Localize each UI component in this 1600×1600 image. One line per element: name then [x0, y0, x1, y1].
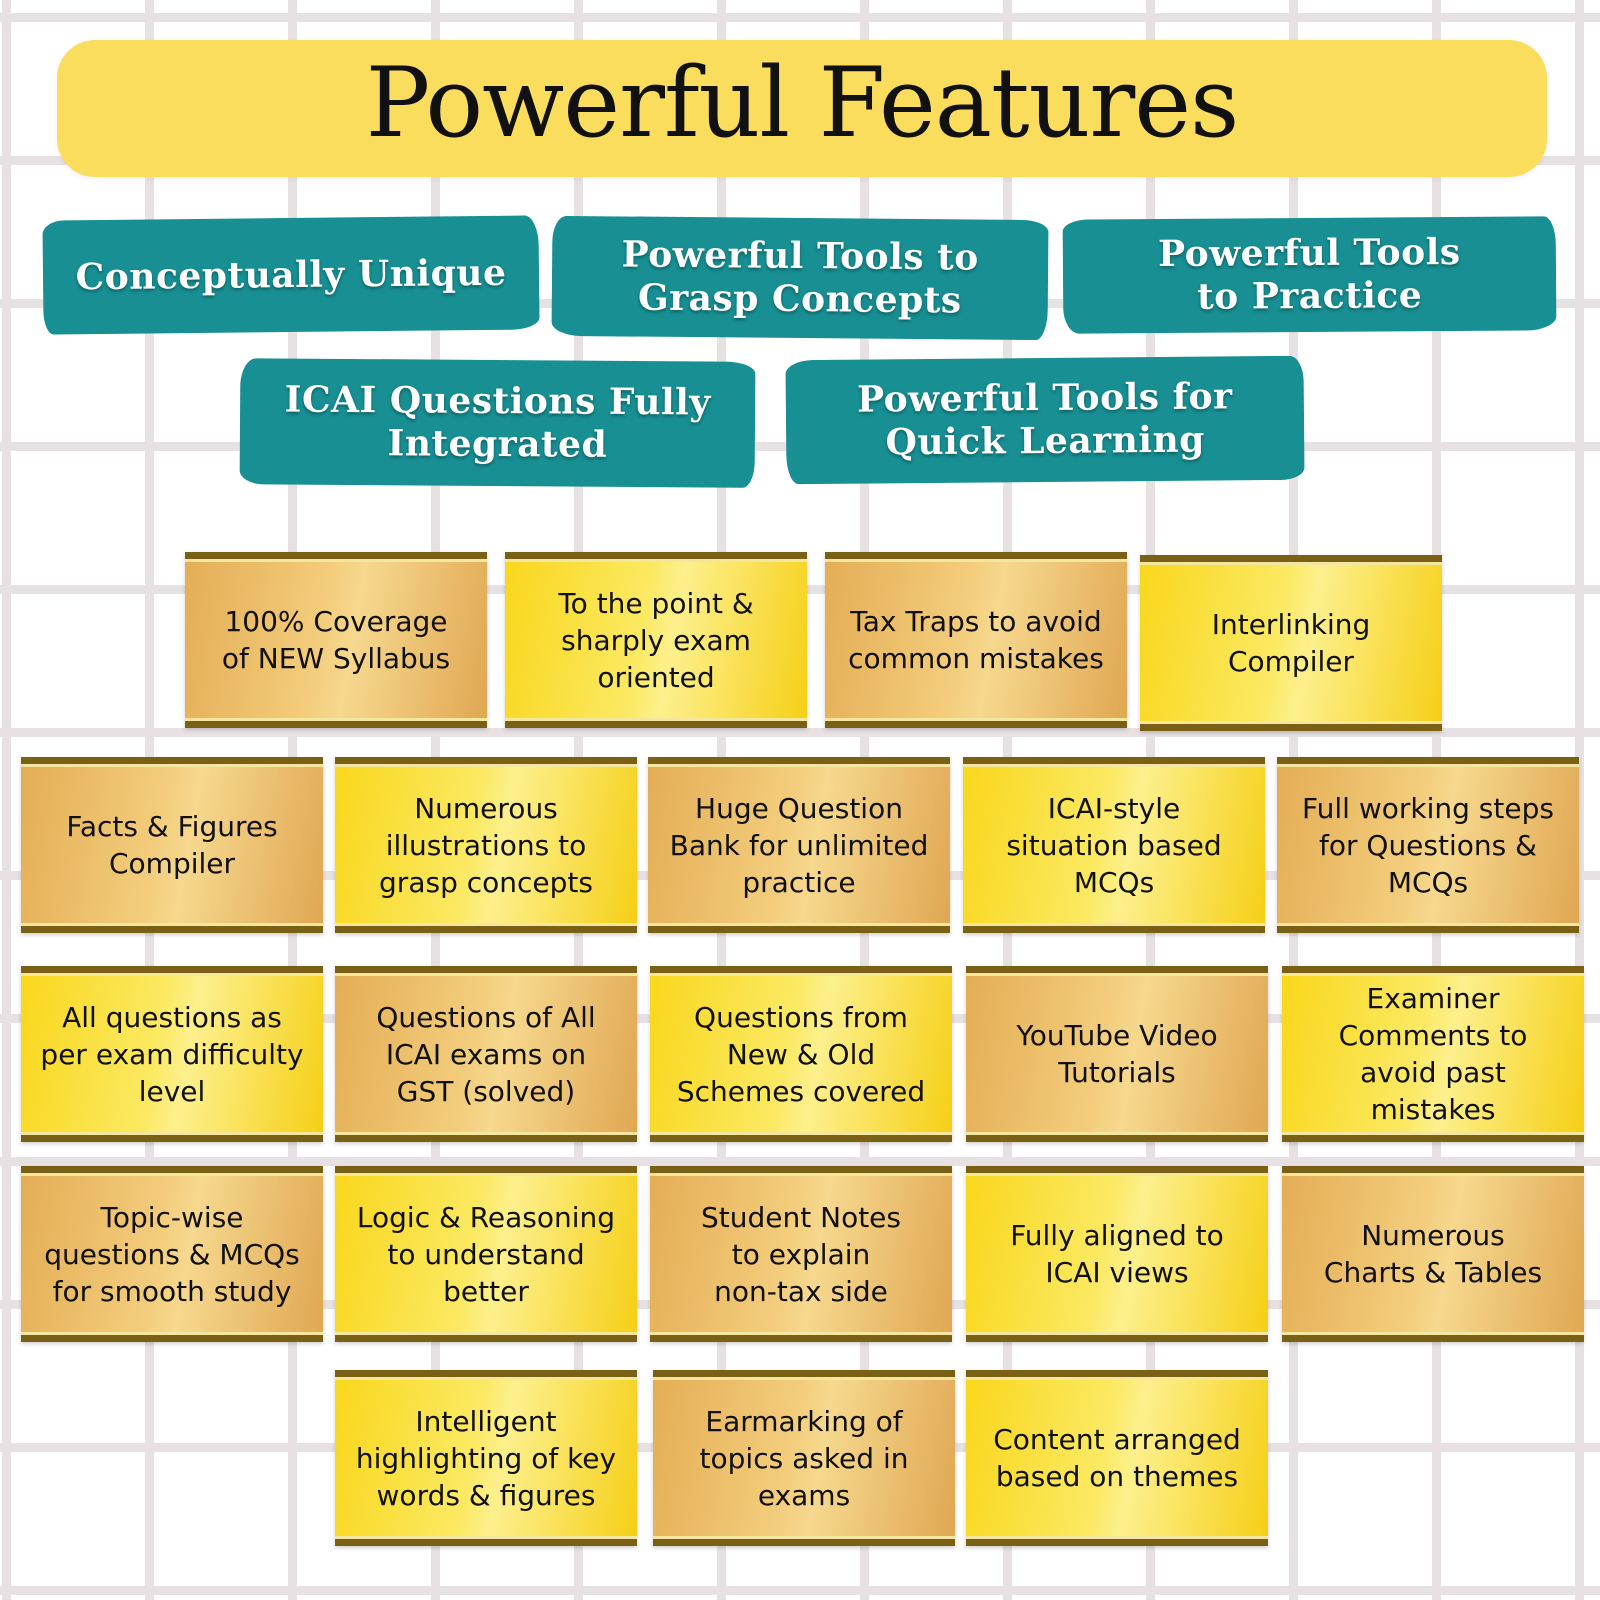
feature-card-interlinking-compiler: Interlinking Compiler: [1140, 555, 1442, 731]
feature-card-charts-tables: Numerous Charts & Tables: [1282, 1166, 1584, 1342]
feature-label: Numerous Charts & Tables: [1323, 1219, 1543, 1289]
category-label: Conceptually Unique: [75, 251, 507, 298]
feature-label: YouTube Video Tutorials: [1016, 1019, 1218, 1089]
category-tag-quick-learning: Powerful Tools for Quick Learning: [785, 355, 1305, 485]
feature-card-question-bank: Huge Question Bank for unlimited practic…: [648, 757, 950, 933]
feature-label: Fully aligned to ICAI views: [1010, 1219, 1224, 1289]
category-label: ICAI Questions Fully Integrated: [284, 378, 711, 466]
feature-card-youtube-tutorials: YouTube Video Tutorials: [966, 966, 1268, 1142]
feature-card-icai-exams-gst: Questions of All ICAI exams on GST (solv…: [335, 966, 637, 1142]
feature-label: Intelligent highlighting of key words & …: [355, 1404, 617, 1512]
feature-label: Questions of All ICAI exams on GST (solv…: [376, 1000, 596, 1108]
feature-card-facts-figures: Facts & Figures Compiler: [21, 757, 323, 933]
feature-card-difficulty-level: All questions as per exam difficulty lev…: [21, 966, 323, 1142]
feature-card-intelligent-highlighting: Intelligent highlighting of key words & …: [335, 1370, 637, 1546]
feature-card-logic-reasoning: Logic & Reasoning to understand better: [335, 1166, 637, 1342]
feature-card-topic-wise: Topic-wise questions & MCQs for smooth s…: [21, 1166, 323, 1342]
feature-card-icai-style-mcqs: ICAI-style situation based MCQs: [963, 757, 1265, 933]
feature-card-content-themes: Content arranged based on themes: [966, 1370, 1268, 1546]
feature-label: Earmarking of topics asked in exams: [699, 1404, 909, 1512]
feature-label: Numerous illustrations to grasp concepts: [379, 791, 593, 899]
category-tag-conceptually-unique: Conceptually Unique: [42, 215, 540, 335]
feature-card-icai-views: Fully aligned to ICAI views: [966, 1166, 1268, 1342]
feature-card-exam-oriented: To the point & sharply exam oriented: [505, 552, 807, 728]
feature-label: Interlinking Compiler: [1211, 608, 1371, 678]
feature-label: Full working steps for Questions & MCQs: [1302, 791, 1554, 899]
page-title: Powerful Features: [365, 46, 1240, 159]
feature-card-student-notes: Student Notes to explain non-tax side: [650, 1166, 952, 1342]
category-label: Powerful Tools to Practice: [1157, 230, 1461, 318]
feature-label: Questions from New & Old Schemes covered: [676, 1000, 926, 1108]
feature-label: Facts & Figures Compiler: [66, 810, 278, 880]
category-tag-icai-questions: ICAI Questions Fully Integrated: [239, 358, 756, 488]
feature-card-full-coverage: 100% Coverage of NEW Syllabus: [185, 552, 487, 728]
feature-label: 100% Coverage of NEW Syllabus: [221, 605, 451, 675]
feature-card-earmarking-topics: Earmarking of topics asked in exams: [653, 1370, 955, 1546]
feature-card-tax-traps: Tax Traps to avoid common mistakes: [825, 552, 1127, 728]
category-label: Powerful Tools to Grasp Concepts: [621, 233, 979, 322]
feature-label: ICAI-style situation based MCQs: [1006, 791, 1222, 899]
feature-card-examiner-comments: Examiner Comments to avoid past mistakes: [1282, 966, 1584, 1142]
feature-label: All questions as per exam difficulty lev…: [40, 1000, 304, 1108]
category-tag-practice: Powerful Tools to Practice: [1062, 216, 1557, 334]
feature-label: Content arranged based on themes: [993, 1423, 1241, 1493]
category-tag-grasp-concepts: Powerful Tools to Grasp Concepts: [551, 215, 1049, 341]
feature-card-illustrations: Numerous illustrations to grasp concepts: [335, 757, 637, 933]
feature-label: To the point & sharply exam oriented: [558, 586, 754, 694]
feature-card-working-steps: Full working steps for Questions & MCQs: [1277, 757, 1579, 933]
feature-card-new-old-schemes: Questions from New & Old Schemes covered: [650, 966, 952, 1142]
feature-label: Student Notes to explain non-tax side: [701, 1200, 901, 1308]
feature-label: Huge Question Bank for unlimited practic…: [669, 791, 929, 899]
feature-label: Examiner Comments to avoid past mistakes: [1338, 982, 1528, 1126]
feature-label: Tax Traps to avoid common mistakes: [848, 605, 1104, 675]
category-label: Powerful Tools for Quick Learning: [856, 375, 1233, 464]
title-banner: Powerful Features: [57, 40, 1547, 177]
feature-label: Logic & Reasoning to understand better: [356, 1200, 616, 1308]
feature-label: Topic-wise questions & MCQs for smooth s…: [44, 1200, 300, 1308]
